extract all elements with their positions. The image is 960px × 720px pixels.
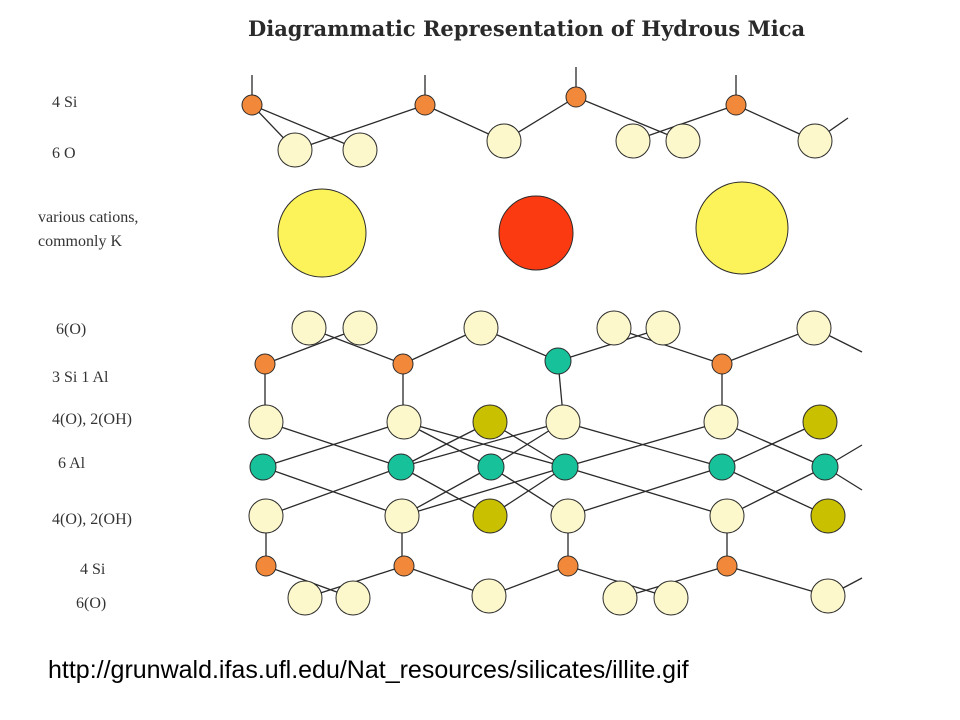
oxygen-atom — [796, 310, 832, 346]
octahedral-bond — [265, 421, 402, 468]
oxygen-atom — [550, 498, 586, 534]
silicon-atom — [392, 353, 414, 375]
oxygen-atom — [703, 404, 739, 440]
label-top-si: 4 Si — [52, 94, 78, 111]
octahedral-bond — [726, 466, 826, 517]
silicon-atom — [255, 555, 277, 577]
label-cations-line2: commonly K — [38, 233, 122, 250]
oxygen-atom — [596, 310, 632, 346]
oxygen-atom — [615, 123, 651, 159]
aluminum-atom — [551, 453, 579, 481]
oxygen-atom — [797, 123, 833, 159]
oxygen-atom — [287, 580, 323, 616]
tetrahedral-bond — [632, 104, 737, 142]
cation-atom — [695, 181, 789, 275]
silicon-atom — [414, 94, 436, 116]
cation-atom — [498, 195, 574, 271]
octahedral-bond — [403, 421, 566, 468]
hydroxyl-group — [472, 498, 508, 534]
octahedral-bond — [567, 466, 723, 517]
label-o4oh2-lower: 4(O), 2(OH) — [52, 511, 132, 528]
silicon-atom — [254, 353, 276, 375]
oxygen-atom — [248, 404, 284, 440]
hydroxyl-group — [810, 498, 846, 534]
silicon-atom — [557, 555, 579, 577]
octahedral-bond — [265, 466, 402, 517]
label-o6-upper: 6(O) — [56, 321, 87, 338]
oxygen-atom — [463, 310, 499, 346]
oxygen-atom — [709, 498, 745, 534]
label-bottom-si: 4 Si — [80, 561, 106, 578]
label-al6: 6 Al — [58, 455, 86, 472]
oxygen-atom — [602, 580, 638, 616]
octahedral-bond — [562, 421, 723, 468]
tetrahedral-bond — [575, 96, 684, 142]
oxygen-atom — [486, 123, 522, 159]
oxygen-atom — [291, 310, 327, 346]
tetrahedral-bond — [294, 104, 426, 151]
octahedral-bond — [720, 421, 826, 468]
source-url: http://grunwald.ifas.ufl.edu/Nat_resourc… — [48, 656, 689, 684]
silicon-atom — [565, 86, 587, 108]
hydroxyl-group — [802, 404, 838, 440]
aluminum-atom — [544, 347, 572, 375]
label-cations-line1: various cations, — [38, 209, 139, 226]
oxygen-atom — [386, 404, 422, 440]
oxygen-atom — [342, 310, 378, 346]
octahedral-bond — [721, 421, 821, 468]
hydroxyl-group — [472, 404, 508, 440]
silicon-atom — [716, 555, 738, 577]
cation-atom — [277, 188, 367, 278]
silicon-atom — [241, 94, 263, 116]
octahedral-bond — [400, 421, 564, 468]
oxygen-atom — [665, 123, 701, 159]
tetrahedral-bond — [251, 104, 361, 151]
silicon-atom — [725, 94, 747, 116]
bond-line — [726, 565, 829, 597]
oxygen-atom — [810, 578, 846, 614]
silicon-atom — [393, 555, 415, 577]
bond-line — [613, 327, 723, 365]
aluminum-atom — [477, 453, 505, 481]
label-si3al1: 3 Si 1 Al — [52, 369, 109, 386]
oxygen-atom — [645, 310, 681, 346]
octahedral-bond — [401, 466, 566, 517]
aluminum-atom — [249, 453, 277, 481]
diagram-title: Diagrammatic Representation of Hydrous M… — [248, 16, 806, 41]
aluminum-atom — [811, 453, 839, 481]
oxygen-atom — [471, 578, 507, 614]
atom-layer — [241, 86, 846, 616]
oxygen-atom — [277, 132, 313, 168]
oxygen-atom — [342, 132, 378, 168]
oxygen-atom — [545, 404, 581, 440]
oxygen-atom — [248, 498, 284, 534]
silicon-atom — [711, 353, 733, 375]
label-o4oh2-upper: 4(O), 2(OH) — [52, 411, 132, 428]
aluminum-atom — [708, 453, 736, 481]
label-o6-lower: 6(O) — [76, 595, 107, 612]
aluminum-atom — [387, 453, 415, 481]
oxygen-atom — [335, 580, 371, 616]
oxygen-atom — [384, 498, 420, 534]
label-top-o: 6 O — [52, 145, 76, 162]
oxygen-atom — [653, 580, 689, 616]
